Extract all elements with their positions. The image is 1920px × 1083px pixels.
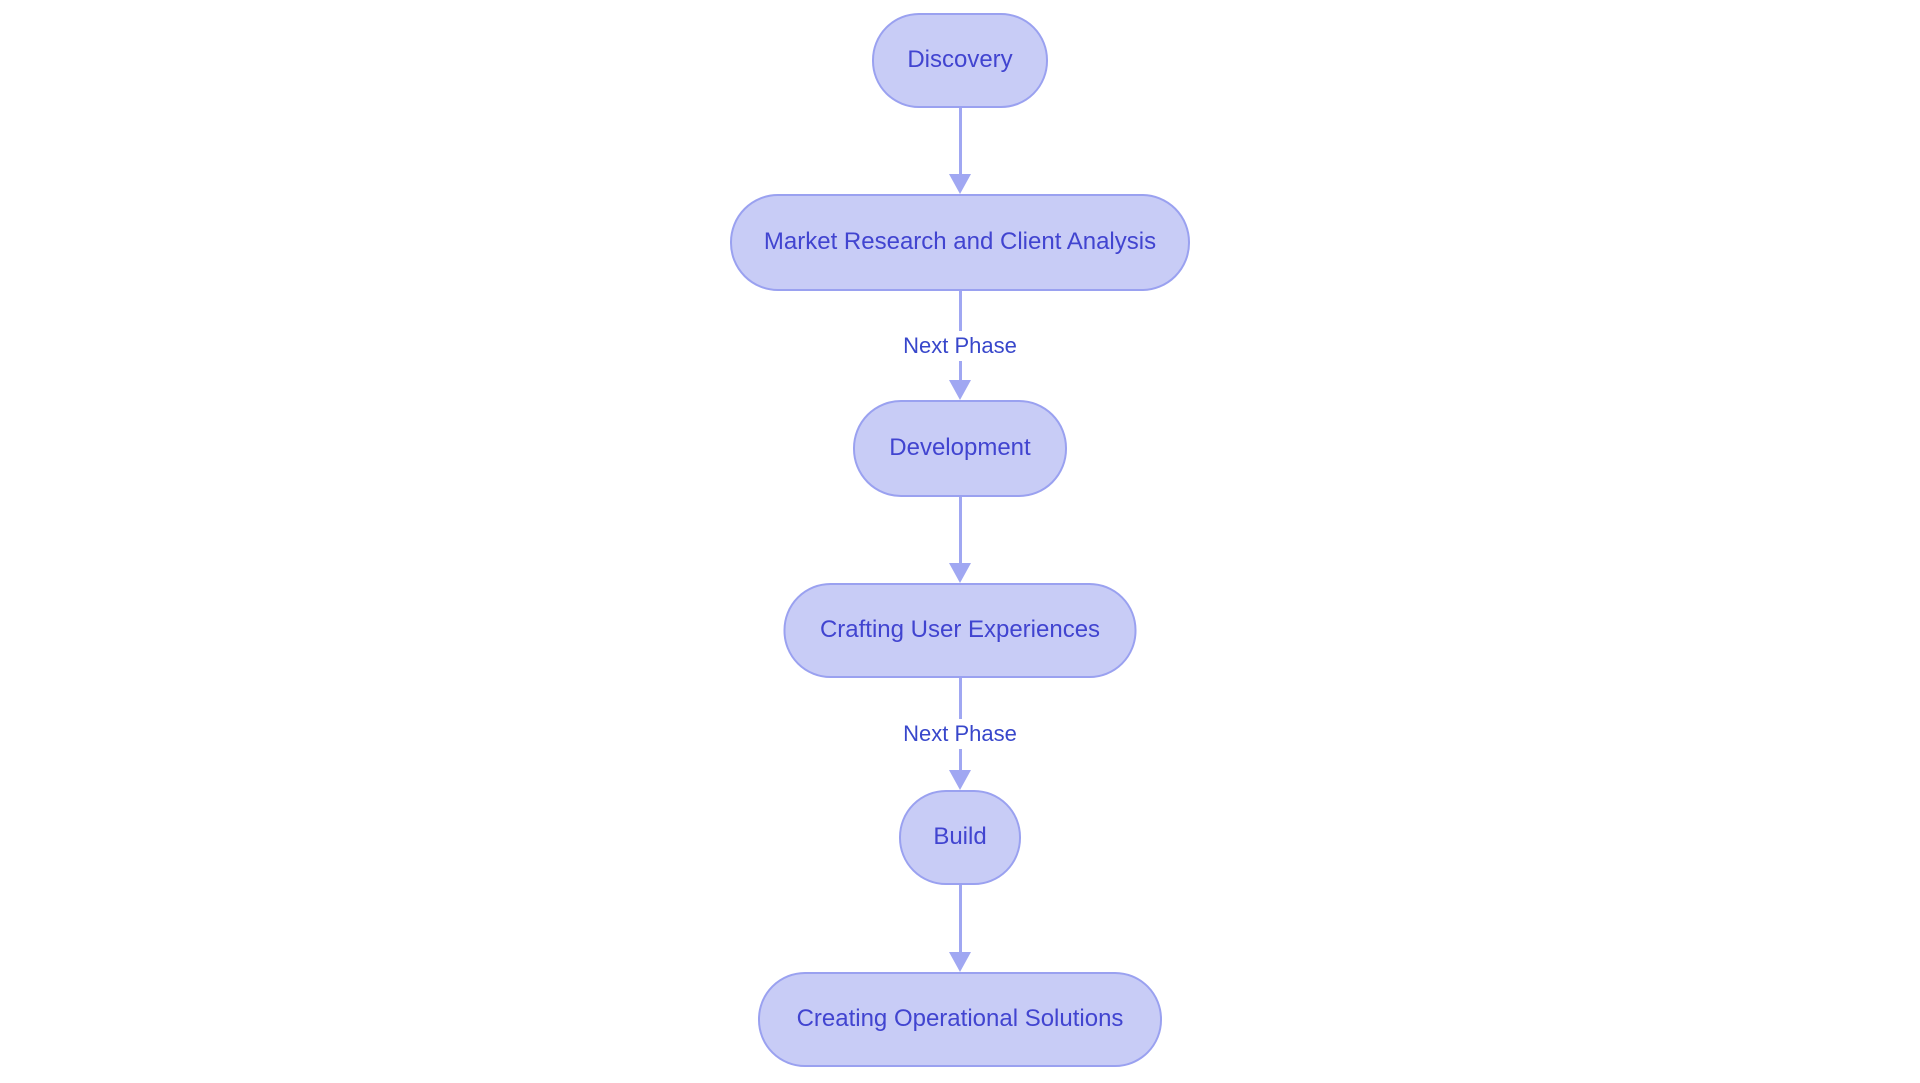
node-operational-solutions: Creating Operational Solutions bbox=[758, 972, 1162, 1067]
arrow-down-icon bbox=[949, 770, 971, 790]
node-label: Market Research and Client Analysis bbox=[763, 228, 1157, 256]
edge-line bbox=[958, 885, 962, 952]
node-label: Discovery bbox=[907, 46, 1013, 74]
node-build: Build bbox=[899, 790, 1021, 885]
arrow-down-icon bbox=[949, 952, 971, 972]
node-discovery: Discovery bbox=[872, 13, 1048, 108]
node-label: Build bbox=[933, 823, 987, 851]
node-development: Development bbox=[853, 400, 1067, 497]
edge-development-to-crafting-ux bbox=[880, 497, 1040, 583]
edge-crafting-ux-to-build: Next Phase bbox=[880, 678, 1040, 790]
edge-build-to-operational-solutions bbox=[880, 885, 1040, 972]
node-label: Crafting User Experiences bbox=[819, 616, 1101, 644]
edge-label: Next Phase bbox=[895, 330, 1025, 361]
arrow-down-icon bbox=[949, 563, 971, 583]
edge-line bbox=[958, 497, 962, 563]
edge-line bbox=[958, 108, 962, 174]
edge-discovery-to-market-research bbox=[880, 108, 1040, 194]
arrow-down-icon bbox=[949, 174, 971, 194]
edge-label: Next Phase bbox=[895, 719, 1025, 749]
node-label: Development bbox=[889, 434, 1031, 462]
arrow-down-icon bbox=[949, 380, 971, 400]
node-market-research: Market Research and Client Analysis bbox=[730, 194, 1190, 291]
edge-market-research-to-development: Next Phase bbox=[880, 291, 1040, 400]
node-crafting-ux: Crafting User Experiences bbox=[783, 583, 1137, 678]
node-label: Creating Operational Solutions bbox=[796, 1005, 1124, 1033]
